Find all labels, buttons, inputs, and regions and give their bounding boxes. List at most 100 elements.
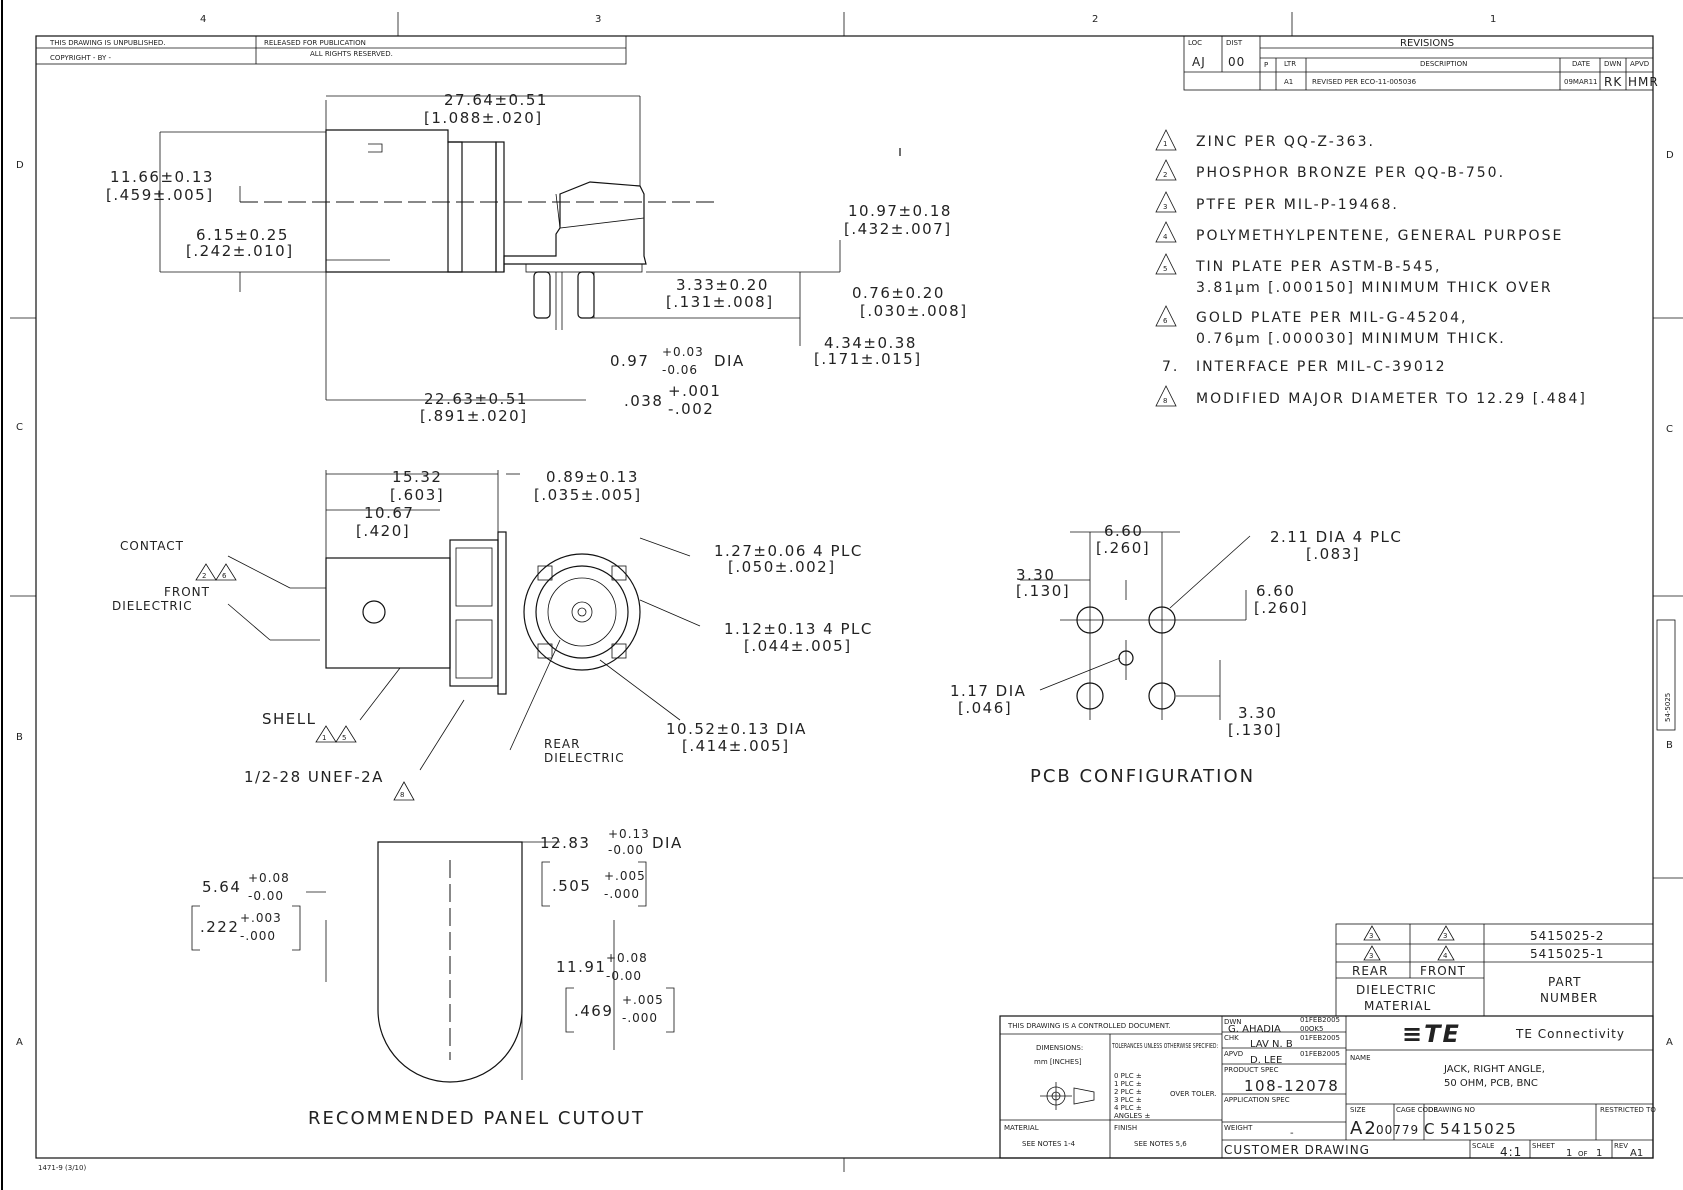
zone-left-c: C bbox=[16, 422, 23, 433]
mt-part-label: PART bbox=[1548, 975, 1581, 989]
tb-apvd-date: 01FEB2005 bbox=[1300, 1050, 1340, 1058]
tb-finish-value: SEE NOTES 5,6 bbox=[1134, 1140, 1187, 1148]
rev-row-dwn: RK bbox=[1604, 75, 1622, 89]
pcb-configuration: 6.60 [.260] 3.30 [.130] 2.11 DIA 4 PLC [… bbox=[950, 522, 1401, 787]
tb-dimensions-unit: mm [INCHES] bbox=[1034, 1058, 1082, 1066]
dim-hole: 1.27±0.06 4 PLC bbox=[714, 542, 863, 560]
label-front-dielectric-2: DIELECTRIC bbox=[112, 599, 193, 613]
cutout-width-dn: -0.00 bbox=[608, 843, 644, 857]
tb-material-label: MATERIAL bbox=[1004, 1124, 1039, 1132]
mt-r2-front: 4 bbox=[1443, 952, 1448, 960]
pcb-half2: 3.30 bbox=[1238, 704, 1277, 722]
tb-dwn-date: 01FEB2005 bbox=[1300, 1016, 1340, 1024]
cutout-flat-in: .469 bbox=[574, 1002, 613, 1020]
tb-dimensions-label: DIMENSIONS: bbox=[1036, 1044, 1083, 1052]
zone-top-2: 2 bbox=[1092, 14, 1098, 25]
tb-sheet-label: SHEET bbox=[1532, 1142, 1556, 1150]
dim-pin-spacing-in: [.131±.008] bbox=[666, 293, 774, 311]
tb-sheet-total: 1 bbox=[1596, 1148, 1602, 1159]
projection-symbol-icon bbox=[1040, 1082, 1095, 1110]
header-unpublished: THIS DRAWING IS UNPUBLISHED. RELEASED FO… bbox=[35, 35, 627, 65]
tb-application-spec-label: APPLICATION SPEC bbox=[1224, 1096, 1290, 1104]
mt-r1-rear: 3 bbox=[1369, 932, 1373, 940]
zone-right-c: C bbox=[1666, 424, 1673, 435]
note-7-mark: 7. bbox=[1162, 359, 1179, 375]
dim-front-w2: 10.67 bbox=[364, 504, 414, 522]
tb-chk-name: LAV N. B bbox=[1250, 1039, 1293, 1050]
tb-weight-value: - bbox=[1290, 1128, 1294, 1139]
note-4-mark: 4 bbox=[1163, 233, 1168, 241]
note-2-text: PHOSPHOR BRONZE PER QQ-B-750. bbox=[1196, 165, 1505, 181]
contact-tri-2: 2 bbox=[202, 572, 206, 580]
tb-sheet-value: 1 bbox=[1566, 1148, 1572, 1159]
dim-pin-tol-up: +0.03 bbox=[662, 345, 704, 359]
note-3-text: PTFE PER MIL-P-19468. bbox=[1196, 197, 1399, 213]
zone-left-b: B bbox=[16, 732, 23, 743]
tb-scale-value: 4:1 bbox=[1500, 1145, 1522, 1159]
shell-tri-1: 1 bbox=[322, 734, 326, 742]
label-thread: 1/2-28 UNEF-2A bbox=[244, 768, 384, 786]
dim-hole2-in: [.044±.005] bbox=[744, 637, 852, 655]
dim-body: 22.63±0.51 bbox=[424, 390, 528, 408]
dim-flange-in: [.035±.005] bbox=[534, 486, 642, 504]
notes-list: 1 ZINC PER QQ-Z-363. 2 PHOSPHOR BRONZE P… bbox=[1155, 129, 1587, 407]
tb-weight-label: WEIGHT bbox=[1224, 1124, 1253, 1132]
rev-col-ltr: LTR bbox=[1284, 60, 1296, 68]
note-6-mark: 6 bbox=[1163, 317, 1168, 325]
panel-cutout: 12.83 +0.13 -0.00 DIA .505 +.005 -.000 1… bbox=[191, 827, 681, 1129]
tb-apvd-label: APVD bbox=[1224, 1050, 1243, 1058]
dim-tail-in: [.171±.015] bbox=[814, 350, 922, 368]
cutout-half: 5.64 bbox=[202, 878, 241, 896]
cutout-half-in: .222 bbox=[200, 918, 239, 936]
mt-material-label: MATERIAL bbox=[1364, 999, 1431, 1013]
tb-tol-4: 4 PLC ± bbox=[1114, 1104, 1142, 1112]
tb-restricted: RESTRICTED TO bbox=[1600, 1106, 1656, 1114]
tb-dwn-name: G. AHADIA bbox=[1228, 1024, 1281, 1035]
tb-name-line1: JACK, RIGHT ANGLE, bbox=[1443, 1064, 1545, 1075]
tb-customer-drawing: CUSTOMER DRAWING bbox=[1224, 1143, 1370, 1157]
note-1-mark: 1 bbox=[1163, 140, 1167, 148]
mt-dielectric-label: DIELECTRIC bbox=[1356, 983, 1437, 997]
cutout-flat-in-dn: -.000 bbox=[622, 1011, 658, 1025]
dim-height: 11.66±0.13 bbox=[110, 168, 214, 186]
unpublished-text: THIS DRAWING IS UNPUBLISHED. bbox=[49, 39, 165, 47]
dim-pin-dia-in-up: +.001 bbox=[668, 382, 721, 400]
note-4: 4 POLYMETHYLPENTENE, GENERAL PURPOSE bbox=[1155, 221, 1561, 244]
pcb-half-in: [.130] bbox=[1016, 582, 1070, 600]
dim-bore: 10.52±0.13 DIA bbox=[666, 720, 807, 738]
rev-col-apvd: APVD bbox=[1630, 60, 1649, 68]
cutout-width: 12.83 bbox=[540, 834, 590, 852]
dim-overall: 27.64±0.51 bbox=[444, 91, 548, 109]
pcb-spacing2-in: [.260] bbox=[1254, 599, 1308, 617]
pcb-spacing-in: [.260] bbox=[1096, 539, 1150, 557]
dim-hole-in: [.050±.002] bbox=[728, 558, 836, 576]
label-rear-2: DIELECTRIC bbox=[544, 751, 625, 765]
cutout-half-in-dn: -.000 bbox=[240, 929, 276, 943]
pcb-center-dia: 1.17 DIA bbox=[950, 682, 1026, 700]
zone-right-d: D bbox=[1666, 150, 1674, 161]
cutout-width-up: +0.13 bbox=[608, 827, 650, 841]
note-8-text: MODIFIED MAJOR DIAMETER TO 12.29 [.484] bbox=[1196, 391, 1587, 407]
note-3: 3 PTFE PER MIL-P-19468. bbox=[1155, 191, 1399, 213]
cutout-profile bbox=[377, 841, 523, 1083]
form-number: 1471-9 (3/10) bbox=[38, 1164, 86, 1172]
rev-dist-label: DIST bbox=[1226, 39, 1243, 47]
rev-dist-value: 00 bbox=[1228, 55, 1245, 69]
tb-size-label: SIZE bbox=[1350, 1106, 1366, 1114]
rev-loc-value: AJ bbox=[1192, 55, 1206, 69]
te-logo: ≡TE bbox=[1402, 1020, 1461, 1048]
note-2: 2 PHOSPHOR BRONZE PER QQ-B-750. bbox=[1155, 159, 1505, 181]
dim-standoff: 0.76±0.20 bbox=[852, 284, 945, 302]
rev-loc-label: LOC bbox=[1188, 39, 1202, 47]
tb-dwn-label: DWN bbox=[1224, 1018, 1242, 1026]
tb-chk-date: 01FEB2005 bbox=[1300, 1034, 1340, 1042]
tb-name-line2: 50 OHM, PCB, BNC bbox=[1444, 1078, 1538, 1089]
rev-col-dwn: DWN bbox=[1604, 60, 1622, 68]
tb-scale-label: SCALE bbox=[1472, 1142, 1494, 1150]
tb-tol-0: 0 PLC ± bbox=[1114, 1072, 1142, 1080]
cutout-flat-up: +0.08 bbox=[606, 951, 648, 965]
revisions-block: LOC AJ DIST 00 REVISIONS P LTR DESCRIPTI… bbox=[1183, 35, 1658, 91]
tb-size-value: A2 bbox=[1350, 1118, 1378, 1139]
